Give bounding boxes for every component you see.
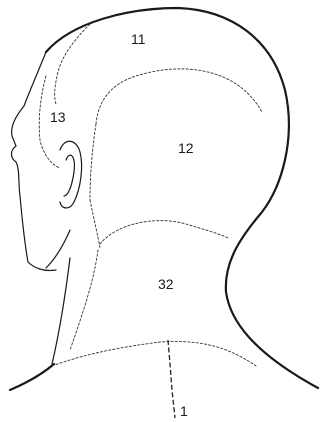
spine-line [168, 340, 175, 418]
head-back-outline [46, 8, 318, 388]
neck-left-outline [52, 258, 70, 364]
boundary-12-vertical [90, 200, 100, 248]
jaw-contour [46, 230, 70, 268]
label-region-32: 32 [158, 276, 174, 292]
neck-dotted-left [70, 250, 98, 350]
label-region-12: 12 [178, 140, 194, 156]
label-region-1: 1 [180, 403, 188, 419]
face-profile-outline [12, 52, 57, 271]
boundary-13-right [90, 124, 96, 200]
ear-inner [64, 155, 74, 196]
boundary-32-1 [52, 342, 256, 366]
label-region-13: 13 [50, 109, 66, 125]
boundary-11-12 [96, 69, 262, 124]
shoulder-left-outline [10, 364, 54, 390]
ear-outer [60, 141, 82, 208]
boundary-12-32 [100, 221, 228, 244]
boundary-11-13 [55, 24, 90, 104]
label-region-11: 11 [131, 31, 146, 47]
